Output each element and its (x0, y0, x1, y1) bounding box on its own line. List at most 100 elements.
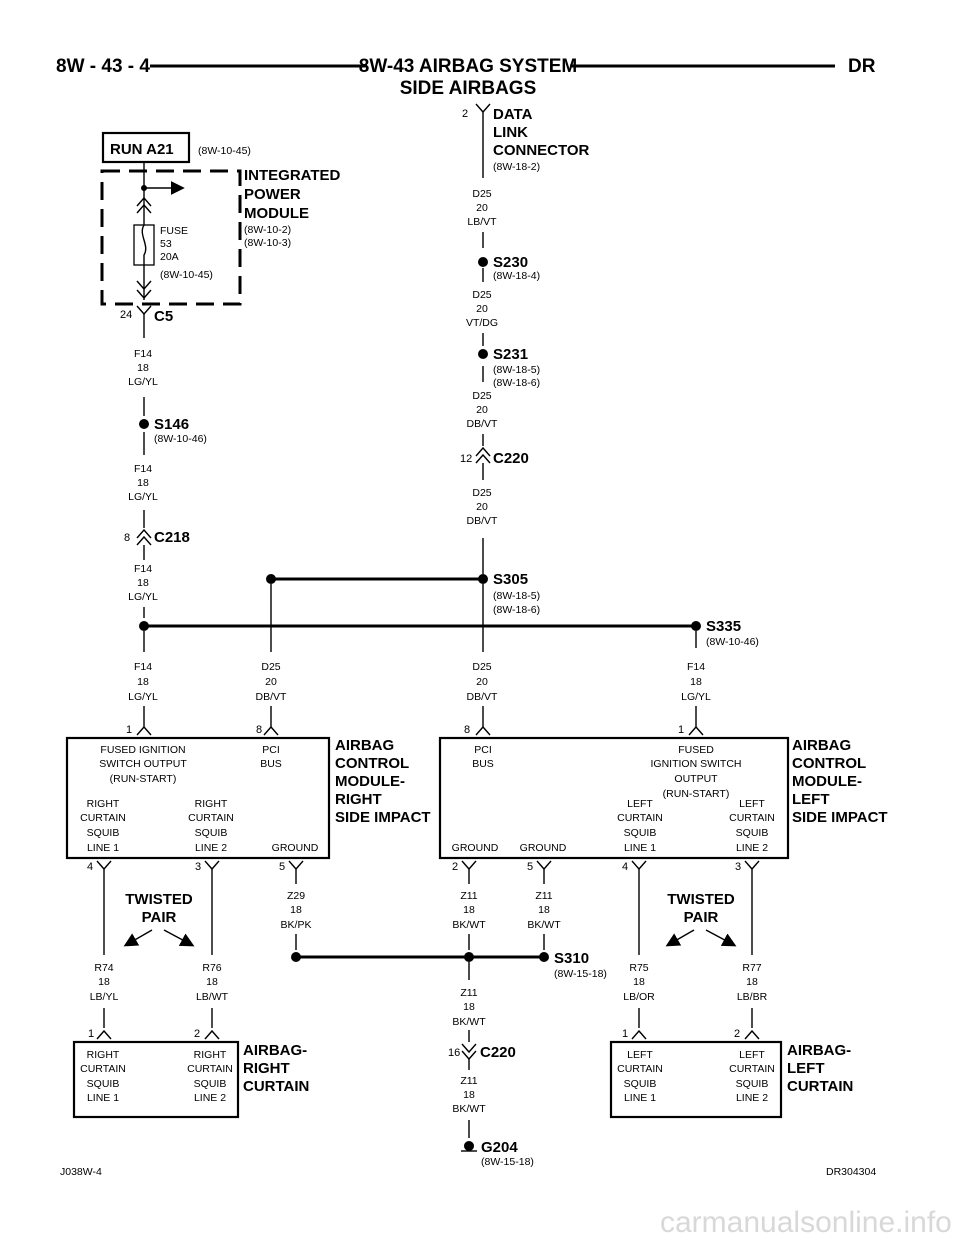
svg-text:LINE 1: LINE 1 (624, 842, 656, 854)
svg-text:LG/YL: LG/YL (681, 691, 711, 703)
svg-text:2: 2 (734, 1028, 740, 1040)
page-title: 8W-43 AIRBAG SYSTEM (359, 56, 578, 77)
svg-text:C218: C218 (154, 529, 190, 546)
wire-d25-f: D25 20 DB/VT (467, 661, 499, 703)
svg-text:SQUIB: SQUIB (194, 1078, 227, 1090)
svg-text:OUTPUT: OUTPUT (674, 773, 718, 785)
svg-text:PCI: PCI (474, 744, 492, 756)
airbag-right-curtain: 1 2 RIGHT CURTAIN SQUIB LINE 1 RIGHT CUR… (72, 1028, 309, 1119)
footer-left-code: J038W-4 (60, 1166, 102, 1178)
svg-text:8: 8 (464, 724, 470, 736)
svg-text:DB/VT: DB/VT (467, 515, 499, 527)
svg-text:3: 3 (195, 861, 201, 873)
svg-text:VT/DG: VT/DG (466, 317, 498, 329)
svg-text:Z11: Z11 (460, 987, 477, 999)
svg-text:IGNITION SWITCH: IGNITION SWITCH (651, 758, 742, 770)
wire-d25-b: D25 20 VT/DG (466, 289, 498, 329)
wire-f14-e: F14 18 LG/YL (681, 661, 711, 703)
svg-text:SQUIB: SQUIB (195, 827, 228, 839)
svg-text:18: 18 (98, 976, 110, 988)
connector-c5: 24 C5 (120, 305, 173, 325)
svg-text:SQUIB: SQUIB (736, 1078, 769, 1090)
svg-text:TWISTED: TWISTED (667, 891, 735, 908)
splice-s231: S231 (8W-18-5) (8W-18-6) (478, 346, 540, 389)
wire-d25-a: D25 20 LB/VT (467, 188, 497, 228)
svg-text:20: 20 (265, 676, 277, 688)
svg-text:2: 2 (194, 1028, 200, 1040)
svg-text:20: 20 (476, 303, 488, 315)
svg-text:D25: D25 (261, 661, 280, 673)
svg-text:SQUIB: SQUIB (736, 827, 769, 839)
svg-text:RIGHT: RIGHT (87, 798, 120, 810)
svg-text:20: 20 (476, 202, 488, 214)
ground-g204: G204 (8W-15-18) (461, 1139, 534, 1168)
svg-text:20A: 20A (160, 251, 179, 263)
svg-text:18: 18 (137, 477, 149, 489)
splice-s310: S310 (8W-15-18) (539, 950, 607, 980)
svg-text:LINE 2: LINE 2 (736, 842, 768, 854)
svg-text:24: 24 (120, 309, 132, 321)
svg-text:CURTAIN: CURTAIN (80, 1063, 126, 1075)
svg-text:BUS: BUS (472, 758, 494, 770)
svg-text:20: 20 (476, 676, 488, 688)
svg-text:C220: C220 (480, 1044, 516, 1061)
section-code: DR (848, 56, 876, 77)
svg-text:CURTAIN: CURTAIN (729, 812, 775, 824)
svg-text:AIRBAG: AIRBAG (335, 737, 394, 754)
svg-text:DB/VT: DB/VT (256, 691, 288, 703)
page-subtitle: SIDE AIRBAGS (400, 78, 537, 99)
svg-text:D25: D25 (472, 487, 491, 499)
twisted-pair-right-label: TWISTED PAIR (123, 891, 195, 947)
svg-text:F14: F14 (687, 661, 705, 673)
svg-text:(8W-10-46): (8W-10-46) (154, 433, 207, 445)
svg-text:LINK: LINK (493, 124, 528, 141)
svg-text:CONNECTOR: CONNECTOR (493, 142, 590, 159)
svg-text:LG/YL: LG/YL (128, 491, 158, 503)
svg-text:LEFT: LEFT (739, 798, 765, 810)
svg-text:CURTAIN: CURTAIN (188, 812, 234, 824)
svg-text:1: 1 (622, 1028, 628, 1040)
wire-d25-d: D25 20 DB/VT (467, 487, 499, 527)
svg-text:F14: F14 (134, 563, 152, 575)
svg-text:LB/WT: LB/WT (196, 991, 229, 1003)
svg-text:POWER: POWER (244, 186, 301, 203)
svg-text:MODULE-: MODULE- (792, 773, 862, 790)
svg-text:F14: F14 (134, 661, 152, 673)
svg-text:GROUND: GROUND (272, 842, 319, 854)
wire-f14-b: F14 18 LG/YL (128, 463, 158, 503)
svg-text:2: 2 (462, 108, 468, 120)
svg-text:(8W-10-3): (8W-10-3) (244, 237, 291, 249)
wire-r75: R75 18 LB/OR (623, 962, 655, 1003)
svg-text:CURTAIN: CURTAIN (243, 1078, 309, 1095)
svg-text:LEFT: LEFT (787, 1060, 825, 1077)
svg-text:8: 8 (124, 532, 130, 544)
svg-text:FUSED IGNITION: FUSED IGNITION (100, 744, 185, 756)
svg-text:MODULE-: MODULE- (335, 773, 405, 790)
svg-text:LB/OR: LB/OR (623, 991, 655, 1003)
svg-text:18: 18 (633, 976, 645, 988)
svg-text:LEFT: LEFT (627, 1049, 653, 1061)
svg-text:D25: D25 (472, 390, 491, 402)
svg-text:AIRBAG-: AIRBAG- (787, 1042, 851, 1059)
svg-text:12: 12 (460, 453, 472, 465)
svg-text:LEFT: LEFT (739, 1049, 765, 1061)
svg-text:RIGHT: RIGHT (87, 1049, 120, 1061)
splice-s335: S335 (8W-10-46) (691, 618, 759, 648)
svg-text:(8W-18-6): (8W-18-6) (493, 604, 540, 616)
svg-text:18: 18 (538, 904, 550, 916)
svg-text:18: 18 (137, 577, 149, 589)
svg-text:(8W-18-2): (8W-18-2) (493, 161, 540, 173)
svg-text:R77: R77 (742, 962, 761, 974)
svg-text:RIGHT: RIGHT (335, 791, 382, 808)
svg-text:(8W-18-5): (8W-18-5) (493, 364, 540, 376)
run-a21-box: RUN A21 (8W-10-45) (101, 131, 251, 164)
svg-text:R76: R76 (202, 962, 221, 974)
wire-d25-c: D25 20 DB/VT (467, 390, 499, 430)
wire-r77: R77 18 LB/BR (737, 962, 768, 1003)
svg-text:SWITCH OUTPUT: SWITCH OUTPUT (99, 758, 187, 770)
svg-text:LB/VT: LB/VT (467, 216, 497, 228)
svg-text:INTEGRATED: INTEGRATED (244, 167, 341, 184)
connector-c220-top: 12 C220 (460, 446, 529, 467)
svg-text:SQUIB: SQUIB (87, 1078, 120, 1090)
svg-text:PAIR: PAIR (684, 909, 719, 926)
